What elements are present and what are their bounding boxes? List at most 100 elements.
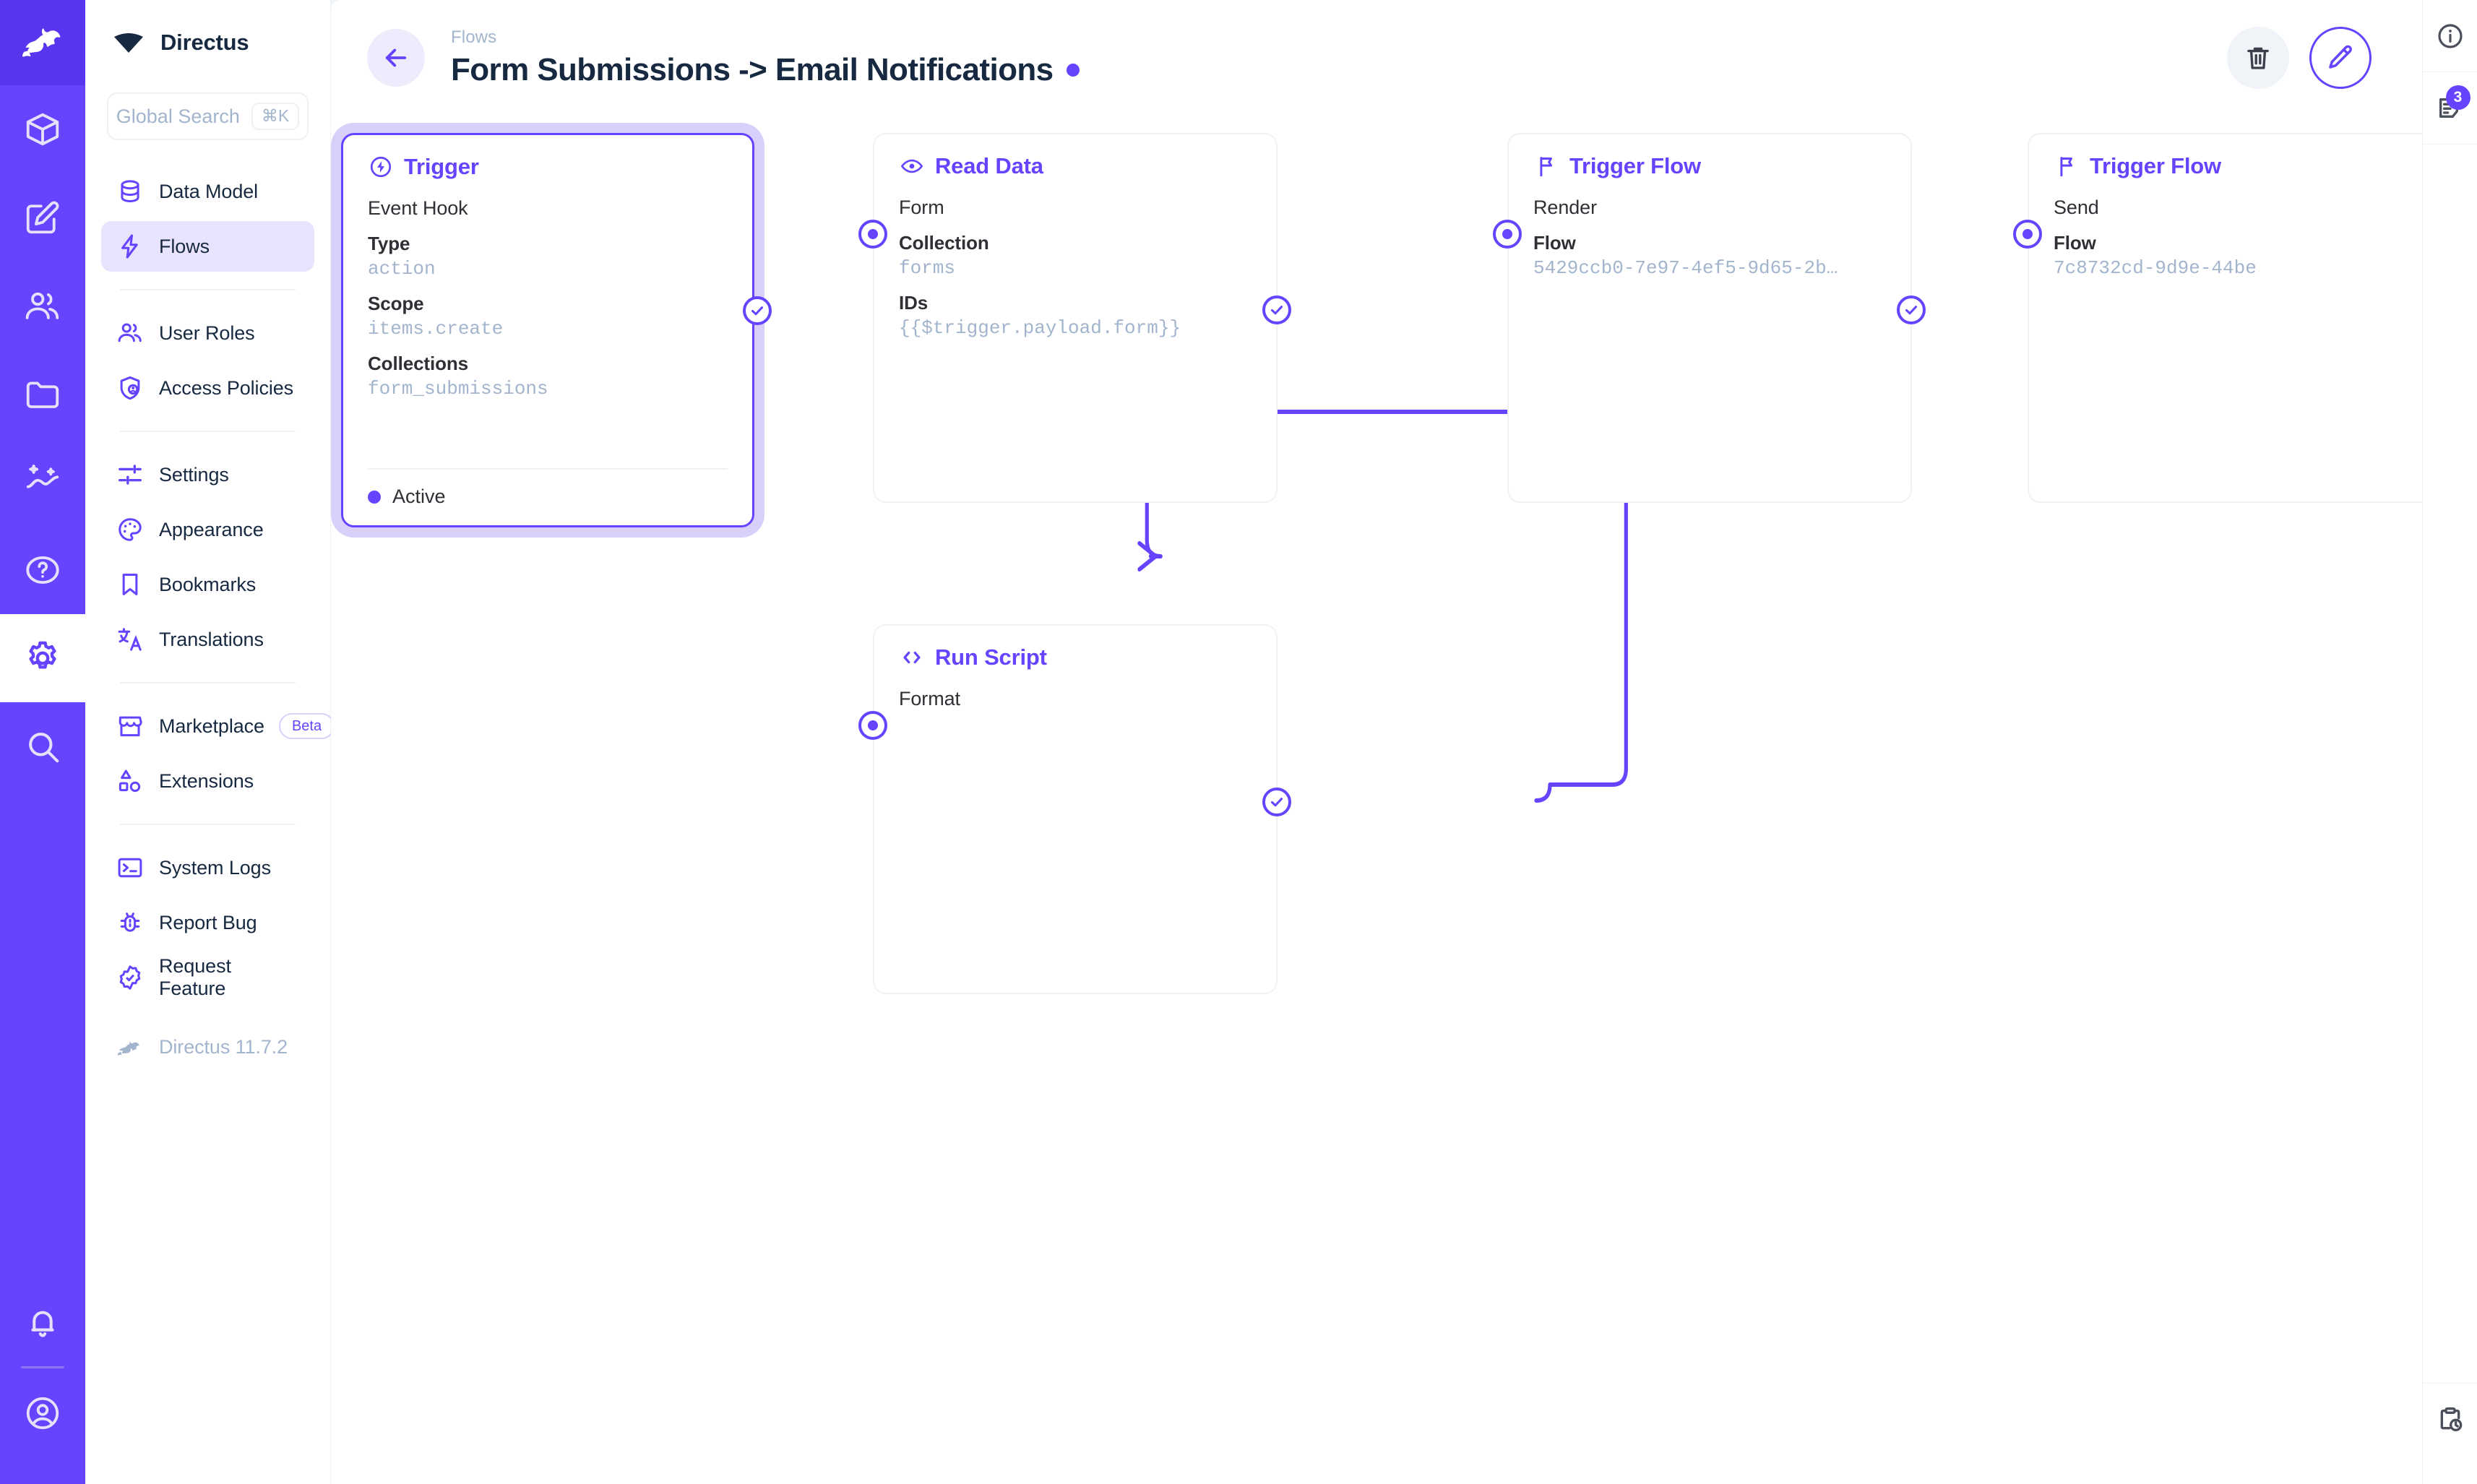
port-dot (1502, 229, 1512, 239)
rabbit-icon (116, 1032, 145, 1061)
bookmark-icon (116, 570, 145, 599)
search-icon (29, 733, 59, 763)
nav-list: Data Model Flows User Roles Acc (85, 140, 335, 1077)
module-item-content[interactable] (0, 85, 85, 173)
clipboard-clock-icon (2440, 1407, 2462, 1431)
sidebar-item-marketplace[interactable]: Marketplace Beta (101, 701, 335, 751)
shapes-icon (116, 767, 145, 795)
sidebar-version-label: Directus 11.7.2 (159, 1035, 288, 1058)
port-resolve-run-script[interactable] (1262, 788, 1291, 816)
port-input-read-data[interactable] (858, 220, 887, 249)
port-input-trigger-flow-render[interactable] (1493, 220, 1522, 249)
module-item-settings[interactable] (0, 614, 85, 702)
bug-icon (116, 908, 145, 937)
sidebar-item-user-roles[interactable]: User Roles (101, 308, 314, 358)
info-circle-icon (2437, 23, 2463, 48)
back-button[interactable] (367, 29, 425, 87)
port-resolve-trigger-flow-render[interactable] (1897, 295, 1926, 324)
sidebar-item-translations[interactable]: Translations (101, 614, 314, 665)
bell-icon (31, 1311, 54, 1337)
notifications-button[interactable] (0, 1284, 85, 1359)
flow-node-trigger[interactable]: Trigger Event Hook Type action Scope ite… (341, 133, 772, 527)
field-key: Flow (2054, 232, 2096, 254)
people-icon (25, 292, 59, 319)
database-icon (116, 177, 145, 206)
field-value: 5429ccb0-7e97-4ef5-9d65-2b… (1533, 257, 1838, 279)
node-type-label: Trigger (404, 154, 479, 179)
sidebar-item-report-bug[interactable]: Report Bug (101, 897, 314, 948)
sidebar-item-label: Extensions (159, 769, 254, 792)
module-bar (0, 0, 85, 1484)
field-key: Collection (899, 232, 989, 254)
field-value: forms (899, 257, 956, 279)
bolt-circle-icon (368, 154, 394, 180)
shield-person-icon (116, 374, 145, 402)
check-icon (1905, 306, 1918, 315)
node-name: Form (899, 197, 944, 218)
module-item-insights[interactable] (0, 438, 85, 526)
nav-separator (120, 682, 296, 683)
node-body: Send Flow 7c8732cd-9d9e-44be (2029, 179, 2422, 299)
sidebar-item-appearance[interactable]: Appearance (101, 504, 314, 555)
active-dot (368, 490, 381, 504)
logs-sidebar-button[interactable]: 3 (2422, 72, 2477, 144)
sidebar-item-bookmarks[interactable]: Bookmarks (101, 559, 314, 610)
sidebar-item-data-model[interactable]: Data Model (101, 166, 314, 217)
module-item-editor[interactable] (0, 173, 85, 262)
global-search-input[interactable]: Global Search ⌘K (107, 92, 309, 140)
sidebar-item-settings[interactable]: Settings (101, 449, 314, 500)
port-input-run-script[interactable] (858, 711, 887, 740)
node-name: Event Hook (368, 197, 468, 219)
node-header: Trigger Flow (2029, 134, 2422, 179)
node-body: Render Flow 5429ccb0-7e97-4ef5-9d65-2b… (1509, 179, 1910, 299)
flow-node-run-script[interactable]: Run Script Format (858, 624, 1291, 994)
sidebar-item-extensions[interactable]: Extensions (101, 756, 314, 806)
pencil-icon (2329, 45, 2352, 69)
delete-flow-button[interactable] (2227, 27, 2289, 89)
sidebar-item-system-logs[interactable]: System Logs (101, 842, 314, 893)
flow-canvas[interactable]: Trigger Event Hook Type action Scope ite… (331, 116, 2422, 1484)
module-item-users[interactable] (0, 262, 85, 350)
sidebar-item-label: Report Bug (159, 911, 257, 933)
breadcrumb[interactable]: Flows (451, 27, 497, 47)
port-dot (868, 720, 878, 730)
bolt-icon (116, 232, 145, 261)
storefront-icon (116, 712, 145, 741)
port-dot (868, 229, 878, 239)
sidebar-item-access-policies[interactable]: Access Policies (101, 363, 314, 413)
sidebar-item-label: Marketplace (159, 715, 264, 737)
nav-separator (120, 431, 296, 432)
brand-name: Directus (160, 30, 249, 55)
port-resolve-read-data[interactable] (1262, 295, 1291, 324)
flow-node-read-data[interactable]: Read Data Form Collection forms IDs {{$t… (858, 133, 1291, 503)
edit-flow-button[interactable] (2309, 27, 2372, 89)
directus-logo[interactable] (0, 0, 85, 85)
module-item-files[interactable] (0, 350, 85, 438)
sidebar-item-flows[interactable]: Flows (101, 221, 314, 272)
module-item-search[interactable] (0, 702, 85, 790)
flow-node-trigger-flow-send[interactable]: Trigger Flow Send Flow 7c8732cd-9d9e-44b… (2013, 133, 2422, 503)
module-item-docs[interactable] (0, 526, 85, 614)
sidebar-item-label: User Roles (159, 322, 255, 344)
flow-runs-button[interactable] (2422, 1383, 2477, 1455)
sidebar-item-label: Appearance (159, 518, 264, 540)
nav-header: Directus (85, 0, 330, 85)
info-sidebar-button[interactable] (2422, 0, 2477, 72)
account-button[interactable] (0, 1376, 85, 1451)
node-name: Render (1533, 197, 1597, 218)
port-resolve-trigger[interactable] (743, 296, 772, 325)
people-icon (116, 319, 145, 348)
flag-icon (1533, 153, 1559, 179)
node-body: Form Collection forms IDs {{$trigger.pay… (874, 179, 1276, 359)
port-input-trigger-flow-send[interactable] (2013, 220, 2042, 249)
header-actions (2227, 27, 2372, 89)
flow-node-trigger-flow-render[interactable]: Trigger Flow Render Flow 5429ccb0-7e97-4… (1493, 133, 1926, 503)
global-search-wrap: Global Search ⌘K (85, 85, 330, 140)
user-circle-icon (26, 1397, 59, 1430)
palette-icon (116, 515, 145, 544)
node-status-label: Active (392, 486, 446, 507)
sidebar-item-request-feature[interactable]: Request Feature (101, 952, 314, 1003)
sidebar-item-label: Flows (159, 235, 210, 257)
node-footer: Active (368, 468, 728, 525)
node-body: Event Hook Type action Scope items.creat… (343, 180, 752, 420)
